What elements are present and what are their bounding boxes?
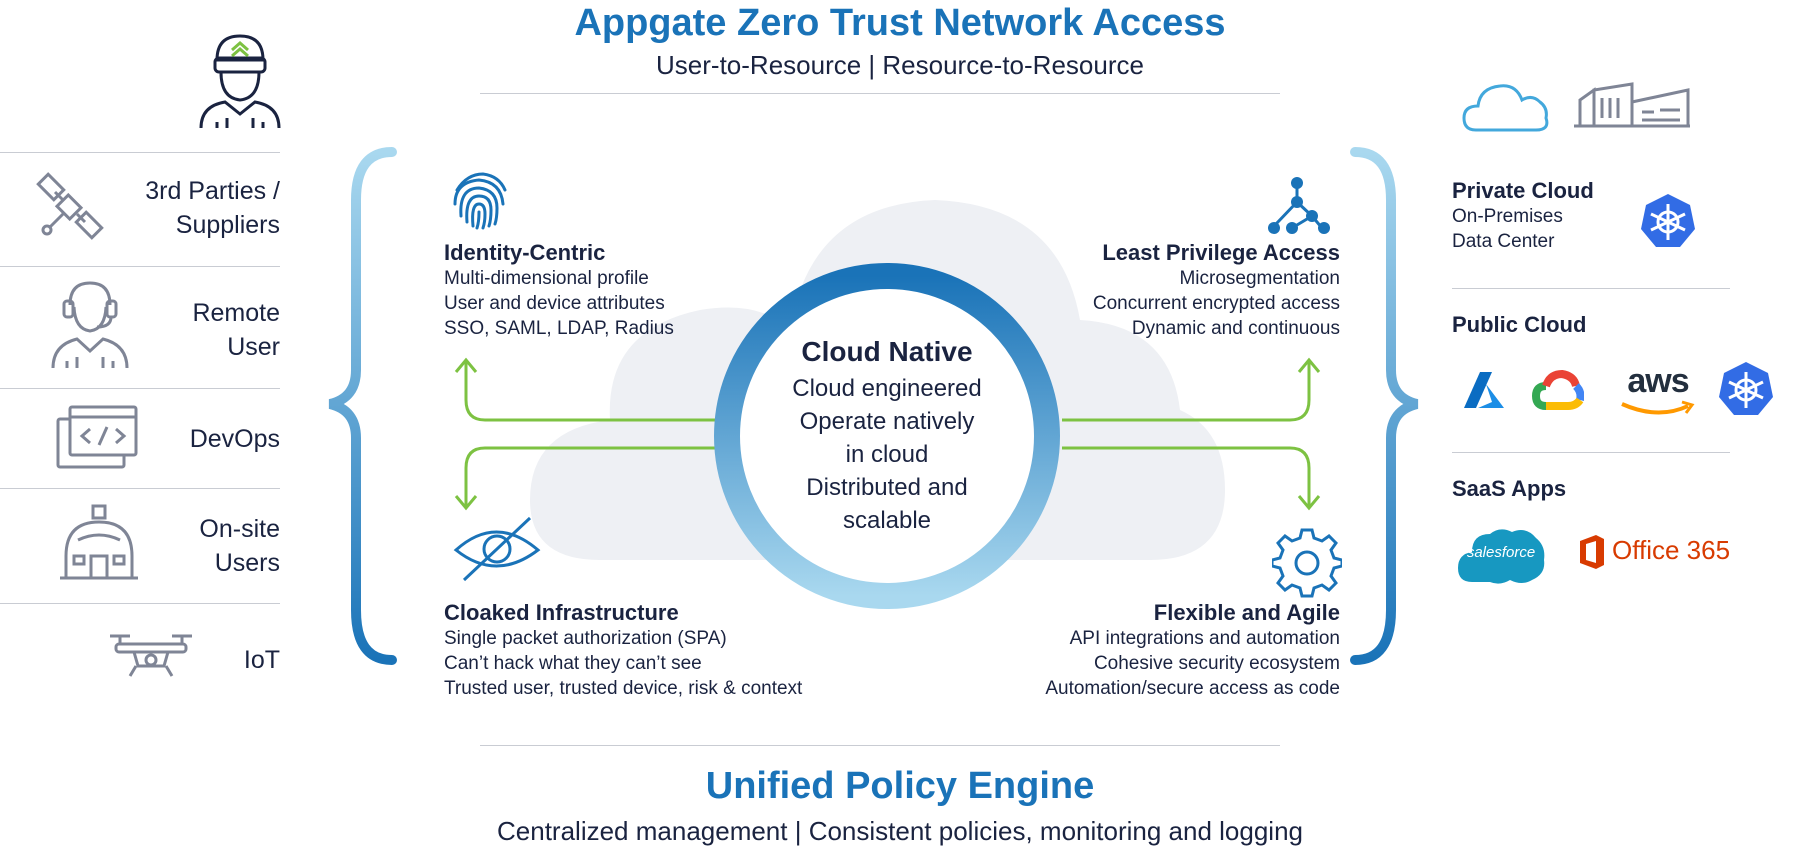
right-divider (1452, 288, 1730, 289)
footer-divider (480, 745, 1280, 746)
arrow-cloaked (464, 446, 718, 508)
capability-least-privilege: Least Privilege Access Microsegmentation… (1030, 240, 1340, 341)
azure-icon (1464, 372, 1504, 408)
private-cloud-line: Data Center (1452, 231, 1555, 252)
private-cloud-line: On-Premises (1452, 206, 1563, 227)
headset-user-icon (51, 281, 129, 369)
capability-identity: Identity-Centric Multi-dimensional profi… (444, 240, 744, 341)
footer-subtitle: Centralized management | Consistent poli… (497, 816, 1303, 846)
left-bracket (328, 147, 397, 665)
capability-line: Microsegmentation (1179, 268, 1340, 289)
cloud-native-text: Cloud Native Cloud engineered Operate na… (727, 336, 1047, 537)
public-cloud-title: Public Cloud (1452, 312, 1587, 337)
capability-title: Least Privilege Access (1102, 240, 1340, 265)
arrow-flexible-head (1297, 495, 1321, 511)
arrow-identity (464, 360, 718, 422)
private-cloud-section: Private Cloud On-Premises Data Center (1452, 178, 1652, 254)
kubernetes-icon (1641, 194, 1695, 247)
capability-line: Trusted user, trusted device, risk & con… (444, 678, 803, 699)
footer-title: Unified Policy Engine (705, 765, 1095, 807)
left-item-label: Remote User (100, 296, 280, 364)
capability-cloaked: Cloaked Infrastructure Single packet aut… (444, 600, 864, 701)
capability-line: Concurrent encrypted access (1092, 293, 1340, 314)
left-item-label-line: User (227, 333, 280, 361)
user-person-icon (199, 34, 281, 129)
right-divider (1452, 452, 1730, 453)
saas-apps-title: SaaS Apps (1452, 476, 1567, 501)
capability-line: SSO, SAML, LDAP, Radius (444, 318, 674, 339)
left-divider (0, 388, 280, 389)
cloud-icon (1462, 84, 1549, 132)
capability-title: Identity-Centric (444, 240, 606, 265)
building-dome-icon (60, 504, 138, 580)
capability-line: User and device attributes (444, 293, 665, 314)
salesforce-logo: salesforce (1466, 544, 1536, 561)
kubernetes-icon (1719, 362, 1773, 415)
left-divider (0, 488, 280, 489)
drone-icon (110, 634, 192, 677)
left-item-label: 3rd Parties / Suppliers (100, 174, 280, 242)
left-item-label-line: Suppliers (175, 211, 280, 239)
cloud-native-line: scalable (842, 507, 932, 534)
left-divider (0, 152, 280, 153)
office-365-logo: Office 365 (1612, 535, 1731, 565)
capability-line: Multi-dimensional profile (444, 268, 649, 289)
left-divider (0, 266, 280, 267)
diagram-subtitle: User-to-Resource | Resource-to-Resource (656, 50, 1144, 80)
left-item-label: On-site Users (100, 512, 280, 580)
cloud-native-title: Cloud Native (801, 336, 973, 367)
aws-smile-icon (1621, 400, 1695, 415)
capability-line: Automation/secure access as code (1045, 678, 1340, 699)
cloud-native-line: in cloud (845, 441, 929, 468)
header-divider (480, 93, 1280, 94)
aws-logo: aws (1627, 362, 1689, 400)
arrow-identity-head (454, 357, 478, 373)
left-item-label-line: On-site (199, 515, 280, 543)
left-item-label: IoT (243, 646, 280, 674)
arrow-least-privilege-head (1297, 357, 1321, 373)
satellite-icon (36, 172, 104, 240)
left-item-label: DevOps (189, 425, 280, 453)
office-icon (1580, 535, 1604, 569)
left-item-label-line: Users (214, 549, 280, 577)
left-item-label-line: Remote (192, 299, 280, 327)
capability-line: API integrations and automation (1069, 628, 1340, 649)
arrow-cloaked-head (454, 495, 478, 511)
fingerprint-icon (453, 172, 507, 230)
left-item-label-line: 3rd Parties / (145, 177, 280, 205)
capability-title: Flexible and Agile (1153, 600, 1340, 625)
capability-line: Can’t hack what they can’t see (444, 653, 702, 674)
capability-flexible: Flexible and Agile API integrations and … (980, 600, 1340, 701)
diagram-title: Appgate Zero Trust Network Access (574, 2, 1226, 44)
cloud-native-line: Cloud engineered (792, 375, 982, 402)
data-center-icon (1574, 82, 1690, 128)
eye-slash-icon (453, 516, 541, 582)
arrow-least-privilege (1062, 360, 1311, 422)
capability-title: Cloaked Infrastructure (444, 600, 679, 625)
capability-line: Single packet authorization (SPA) (444, 628, 727, 649)
private-cloud-title: Private Cloud (1452, 178, 1594, 203)
right-bracket (1350, 147, 1419, 665)
google-cloud-icon (1532, 370, 1584, 410)
capability-line: Dynamic and continuous (1131, 318, 1340, 339)
salesforce-cloud-icon (1458, 529, 1545, 584)
capability-line: Cohesive security ecosystem (1093, 653, 1340, 674)
left-divider (0, 603, 280, 604)
arrow-flexible (1062, 446, 1311, 508)
network-nodes-icon (1268, 177, 1330, 234)
cloud-native-line: Operate natively (799, 408, 975, 435)
gear-icon (1272, 528, 1342, 598)
cloud-native-line: Distributed and (806, 474, 968, 501)
cloud-native-ring (714, 263, 1060, 609)
code-window-icon (56, 405, 138, 469)
